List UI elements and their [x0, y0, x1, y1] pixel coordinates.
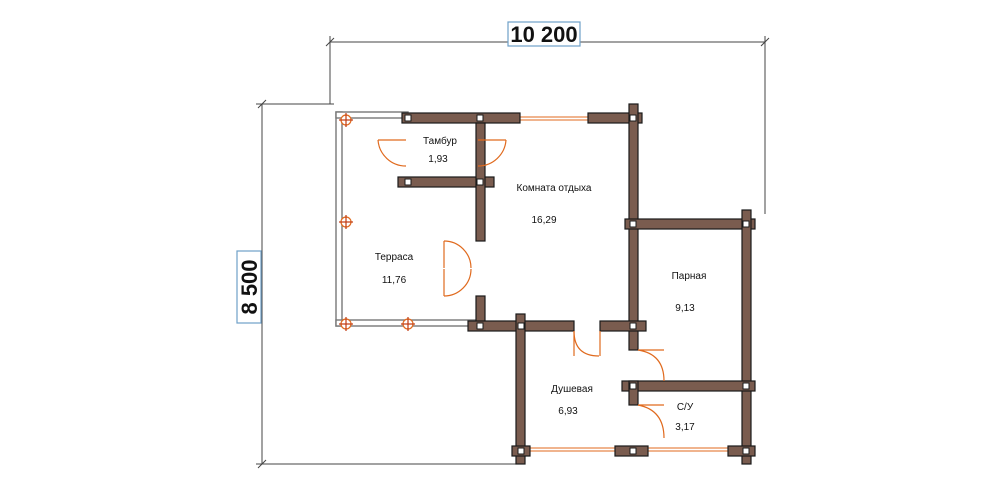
height-dimension-text: 8 500	[237, 259, 262, 314]
post-top-left	[339, 113, 353, 127]
room-terrasa-name: Терраса	[375, 252, 414, 263]
windows	[520, 116, 728, 452]
post-bottom-mid	[401, 317, 415, 331]
doors	[377, 139, 665, 439]
height-dimension-label: 8 500	[236, 250, 262, 324]
post-bottom-left	[339, 317, 353, 331]
room-su: С/У 3,17	[675, 402, 695, 433]
room-tambur: Тамбур 1,93	[423, 135, 457, 165]
room-su-name: С/У	[677, 402, 694, 413]
room-tambur-area: 1,93	[428, 154, 448, 165]
width-dimension-label: 10 200	[507, 21, 581, 47]
post-mid-left	[339, 215, 353, 229]
door-su	[637, 404, 665, 439]
room-parnaya: Парная 9,13	[672, 271, 707, 314]
door-dushevaya	[573, 330, 601, 357]
room-komnata-name: Комната отдыха	[517, 183, 592, 194]
room-su-area: 3,17	[675, 422, 695, 433]
room-terrasa-area: 11,76	[382, 275, 407, 286]
room-parnaya-area: 9,13	[675, 303, 695, 314]
terrace-posts	[339, 113, 415, 331]
room-dushevaya-name: Душевая	[551, 384, 593, 395]
door-terrace	[443, 240, 472, 297]
door-parnaya	[637, 349, 665, 382]
room-tambur-name: Тамбур	[423, 135, 457, 147]
log-joints	[404, 114, 750, 455]
width-dimension-text: 10 200	[510, 22, 577, 47]
door-tambur	[377, 139, 507, 167]
room-dushevaya-area: 6,93	[558, 406, 578, 417]
room-terrasa: Терраса 11,76	[375, 252, 414, 286]
room-komnata: Комната отдыха 16,29	[517, 183, 592, 226]
room-komnata-area: 16,29	[531, 215, 556, 226]
room-parnaya-name: Парная	[672, 271, 707, 282]
room-dushevaya: Душевая 6,93	[551, 384, 593, 417]
